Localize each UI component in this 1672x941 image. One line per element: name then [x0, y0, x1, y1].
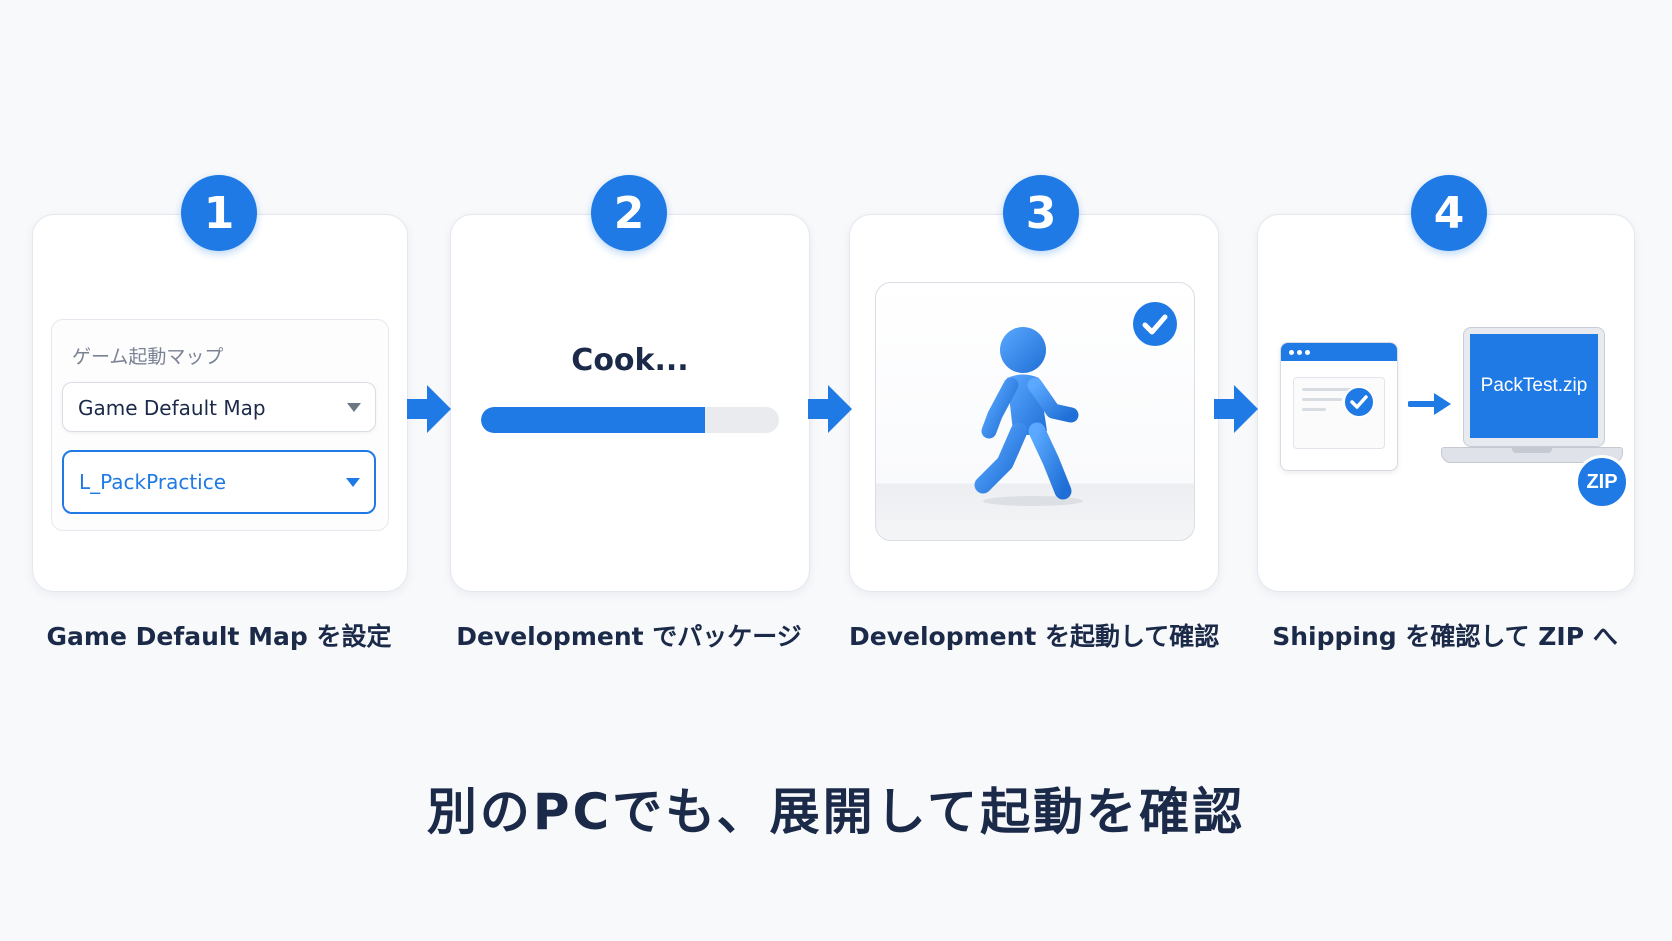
zip-badge: ZIP — [1575, 455, 1629, 509]
step-3-card — [849, 214, 1219, 592]
step-1-caption: Game Default Map を設定 — [46, 622, 392, 651]
level-select-value: L_PackPractice — [79, 470, 227, 494]
step-3-caption: Development を起動して確認 — [849, 622, 1220, 651]
step-4-card: PackTest.zip ZIP — [1257, 214, 1635, 592]
step-1-card: ゲーム起動マップ Game Default Map L_PackPractice — [32, 214, 408, 592]
cook-status-text: Cook... — [571, 343, 689, 378]
check-circle-icon — [1343, 386, 1375, 418]
check-circle-icon — [1133, 302, 1177, 346]
map-panel-label: ゲーム起動マップ — [72, 346, 224, 368]
zip-filename: PackTest.zip — [1480, 375, 1588, 396]
chevron-down-icon — [346, 478, 360, 487]
step-3-number-badge: 3 — [1003, 175, 1079, 251]
game-preview-stage — [875, 282, 1195, 541]
walking-person-icon — [974, 327, 1083, 506]
arrow-right-icon — [808, 385, 852, 433]
step-4-number-badge: 4 — [1411, 175, 1487, 251]
cook-progress-fill — [481, 407, 705, 433]
window-titlebar — [1281, 343, 1397, 361]
chevron-down-icon — [347, 403, 361, 412]
step-2-card: Cook... — [450, 214, 810, 592]
window-icon — [1280, 342, 1398, 471]
step-4-caption: Shipping を確認して ZIP へ — [1272, 622, 1618, 651]
arrow-right-icon — [1408, 393, 1451, 415]
arrow-right-icon — [1214, 385, 1258, 433]
step-1-number-badge: 1 — [181, 175, 257, 251]
arrow-right-icon — [407, 385, 451, 433]
game-default-map-value: Game Default Map — [78, 396, 266, 420]
laptop-icon: PackTest.zip — [1441, 327, 1623, 487]
step-2-caption: Development でパッケージ — [456, 622, 802, 651]
game-default-map-select[interactable]: Game Default Map — [62, 382, 376, 432]
level-select[interactable]: L_PackPractice — [62, 450, 376, 514]
footer-message: 別のPCでも、展開して起動を確認 — [426, 783, 1246, 841]
game-default-map-panel: ゲーム起動マップ Game Default Map L_PackPractice — [51, 319, 389, 531]
step-2-number-badge: 2 — [591, 175, 667, 251]
cook-progress-bar — [481, 407, 779, 433]
